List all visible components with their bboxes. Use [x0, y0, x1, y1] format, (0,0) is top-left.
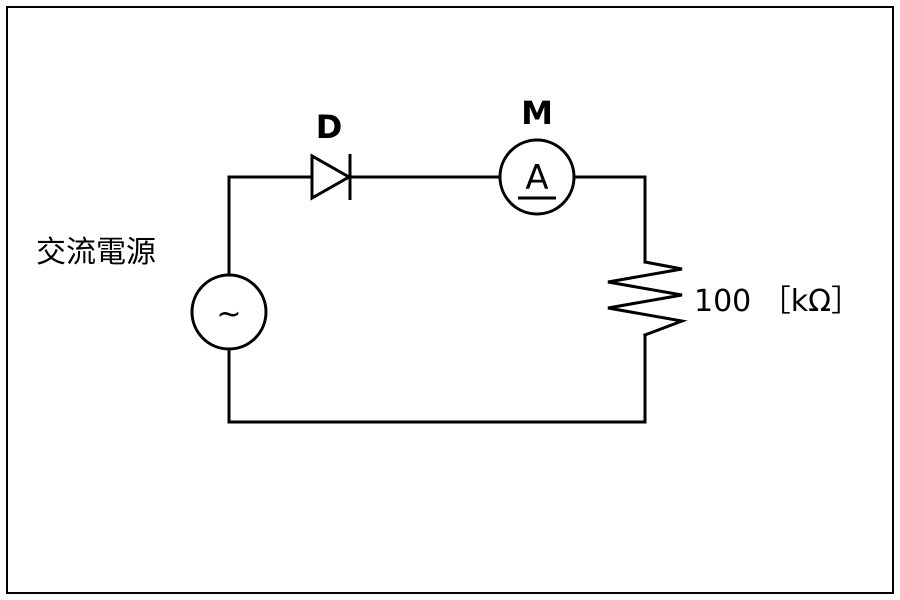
- ac-source: ~: [190, 273, 268, 351]
- ammeter-label: M: [521, 94, 553, 132]
- ammeter-symbol: A: [525, 158, 548, 198]
- diagram-frame: [6, 6, 894, 594]
- diode: [310, 153, 353, 201]
- resistor-label: 100 ［kΩ］: [694, 284, 861, 319]
- wire-bottom: [227, 333, 647, 424]
- wire-meter-to-resistor: [572, 175, 647, 264]
- diode-label: D: [316, 108, 343, 146]
- ac-source-label: 交流電源: [36, 235, 156, 270]
- ammeter: A: [498, 138, 576, 216]
- wire-top-left: [227, 175, 312, 277]
- ac-source-symbol: ~: [216, 297, 241, 332]
- resistor: [607, 260, 688, 337]
